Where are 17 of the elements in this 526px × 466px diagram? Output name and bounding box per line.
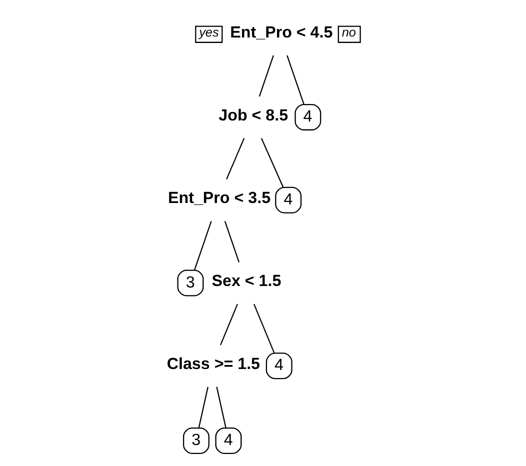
node-text: Ent_Pro < 3.5 [168,188,271,207]
node-text: Class >= 1.5 [166,354,260,373]
connector [226,138,245,179]
connector [216,386,226,428]
connector [198,386,208,428]
connector [220,303,238,345]
connector [253,303,275,353]
node-label: yes [199,24,219,39]
node-text: Ent_Pro < 4.5 [230,22,333,41]
connector [194,220,212,270]
node-label: no [342,24,356,39]
node-text: Job < 8.5 [218,106,288,124]
connector [258,54,274,96]
node-text: Sex < 1.5 [212,272,282,290]
connector [224,220,240,262]
connector [286,54,304,104]
connector [260,138,284,187]
